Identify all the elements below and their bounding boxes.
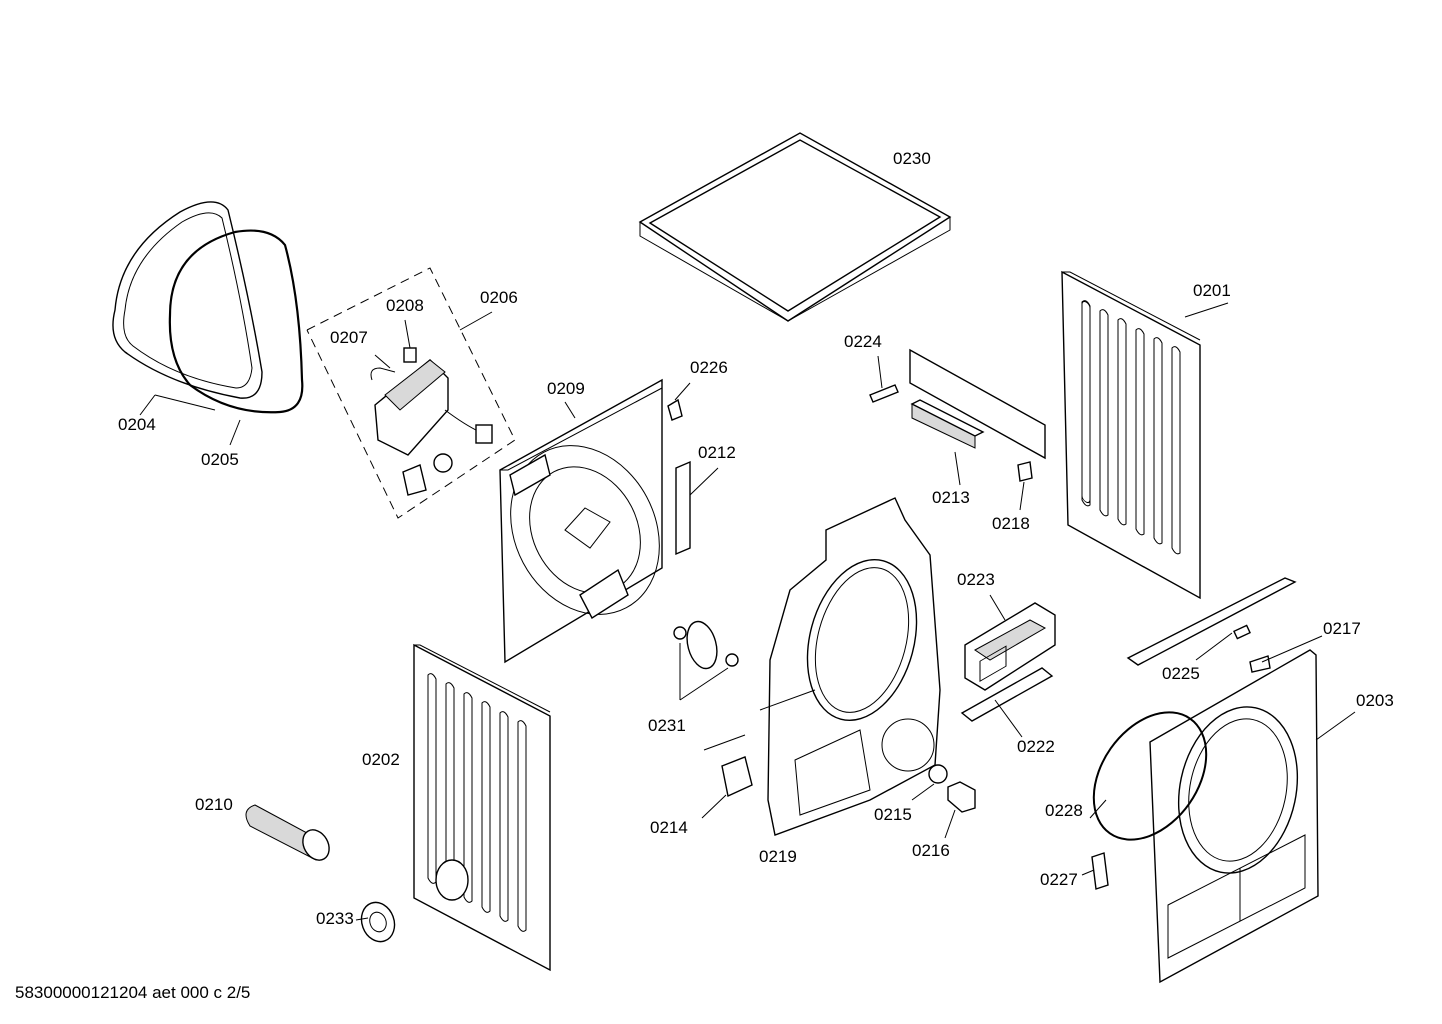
part-0217-hinge (1249, 655, 1271, 673)
part-0206-control-unit-group (306, 267, 516, 519)
label-0224: 0224 (844, 332, 882, 351)
label-0202: 0202 (362, 750, 400, 769)
label-0205: 0205 (201, 450, 239, 469)
part-0212-rail (675, 460, 691, 556)
part-0222-filter-seal (960, 667, 1054, 722)
label-0219: 0219 (759, 847, 797, 866)
label-0226: 0226 (690, 358, 728, 377)
label-0213: 0213 (932, 488, 970, 507)
part-0228-door-ring (1092, 711, 1208, 841)
part-0213-board-bracket (909, 348, 1046, 460)
label-0208: 0208 (386, 296, 424, 315)
label-0209: 0209 (547, 379, 585, 398)
label-0228: 0228 (1045, 801, 1083, 820)
part-0205-gasket (168, 229, 304, 414)
part-0219-front-frame (767, 497, 941, 836)
part-0233-cap (360, 901, 396, 943)
part-0226-clip (667, 398, 683, 421)
label-0216: 0216 (912, 841, 950, 860)
part-0209-rear-panel (499, 378, 663, 664)
label-0215: 0215 (874, 805, 912, 824)
part-0224-clip (869, 384, 899, 403)
part-0214-pump (721, 756, 753, 798)
part-0225-strip (1126, 577, 1297, 666)
label-0201: 0201 (1193, 281, 1231, 300)
part-0202-side-panel (413, 643, 551, 972)
part-0203-front-panel (1149, 649, 1319, 984)
part-0218-clip (1017, 461, 1033, 482)
label-0233: 0233 (316, 909, 354, 928)
part-0204-door-seal (112, 201, 263, 399)
label-0230: 0230 (893, 149, 931, 168)
label-0227: 0227 (1040, 870, 1078, 889)
label-0204: 0204 (118, 415, 156, 434)
label-0206: 0206 (480, 288, 518, 307)
leader-lines (139, 302, 1356, 921)
part-0227-latch (1091, 852, 1109, 890)
label-0225: 0225 (1162, 664, 1200, 683)
label-0212: 0212 (698, 443, 736, 462)
part-0230-top-cover (638, 132, 952, 322)
label-0214: 0214 (650, 818, 688, 837)
part-0210-exhaust-hose (245, 804, 330, 861)
label-0207: 0207 (330, 328, 368, 347)
label-0218: 0218 (992, 514, 1030, 533)
document-footer: 58300000121204 aet 000 c 2/5 (15, 983, 251, 1002)
label-0231: 0231 (648, 716, 686, 735)
part-0223-lint-filter (964, 602, 1056, 691)
part-0216-connector (947, 781, 976, 813)
label-0217: 0217 (1323, 619, 1361, 638)
label-0223: 0223 (957, 570, 995, 589)
label-0210: 0210 (195, 795, 233, 814)
label-0222: 0222 (1017, 737, 1055, 756)
label-0203: 0203 (1356, 691, 1394, 710)
part-0201-side-panel (1061, 270, 1201, 600)
part-0231-wheels (673, 620, 739, 670)
part-0215-knob (928, 764, 948, 784)
